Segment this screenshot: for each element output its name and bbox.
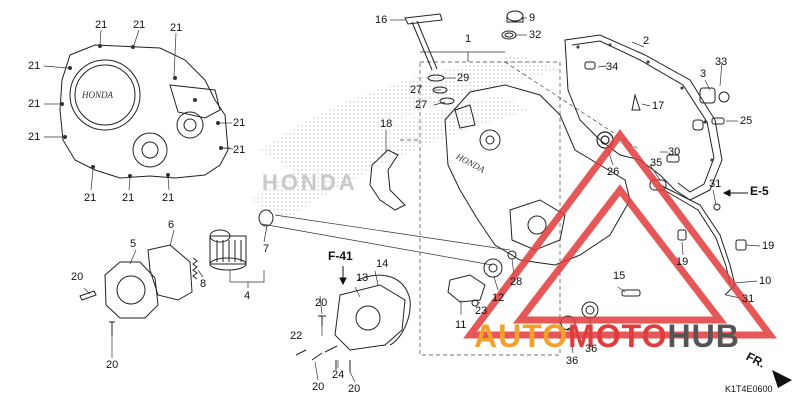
callout-label: 11	[455, 319, 467, 331]
callout-label: 31	[709, 178, 722, 190]
callout-label: 18	[380, 118, 393, 130]
callout-label: 20	[106, 359, 119, 371]
watermark-hub: HUB	[667, 318, 740, 354]
watermark-auto: AUTO	[474, 318, 569, 354]
callout-label: 30	[668, 146, 681, 158]
callout-label: 21	[133, 19, 146, 31]
callout-label: 3	[700, 68, 707, 80]
callout-label: 6	[168, 219, 175, 231]
callout-label: 21	[84, 192, 97, 204]
callout-label: 7	[263, 243, 270, 255]
bolts-group	[79, 290, 599, 372]
callout-label: 20	[71, 271, 84, 283]
bracket-18	[369, 149, 406, 211]
f41-arrow	[339, 266, 347, 286]
cover-gasket	[564, 34, 723, 201]
callout-label: 21	[28, 60, 41, 72]
f41-reference: F-41	[328, 249, 353, 263]
callout-label: 28	[510, 276, 523, 288]
callout-label: 29	[457, 72, 470, 84]
callout-label: 21	[233, 117, 246, 129]
callout-label: 21	[28, 98, 41, 110]
water-pump	[334, 250, 517, 351]
callout-label: 21	[28, 131, 41, 143]
callout-label: 15	[613, 270, 626, 282]
callout-label: 27	[410, 84, 423, 96]
callout-label: 21	[170, 22, 183, 34]
clutch-cover-bolts	[60, 44, 223, 178]
callout-label: 10	[759, 275, 772, 287]
callout-label: 33	[715, 56, 728, 68]
callout-label: 36	[585, 343, 598, 355]
frame-top-bracket	[420, 51, 505, 62]
callout-label: 8	[200, 278, 207, 290]
callout-label: 23	[475, 305, 488, 317]
watermark-text: AUTOMOTOHUB	[474, 318, 740, 355]
e5-reference: E-5	[750, 184, 769, 198]
callout-label: 1	[465, 33, 472, 45]
oil-filter-4	[209, 209, 274, 271]
callout-label: 36	[566, 355, 579, 367]
callout-label: 9	[529, 12, 536, 24]
ghost-honda-mark: HONDA	[262, 170, 358, 195]
clutch-cover-honda-mark: HONDA	[82, 90, 113, 100]
callout-label: 24	[332, 369, 345, 381]
callout-label: 5	[130, 238, 137, 250]
watermark-triangle	[463, 129, 777, 339]
dowel-pins	[584, 61, 730, 163]
bracket-lines	[229, 214, 511, 288]
callout-label: 22	[290, 330, 303, 342]
gasket-bolt-holes	[576, 43, 714, 162]
callout-label: 19	[762, 240, 775, 252]
callout-label: 21	[162, 192, 175, 204]
callout-label: 14	[376, 258, 389, 270]
callout-label: 4	[244, 290, 251, 302]
callout-label: 34	[606, 61, 619, 73]
right-crankcase-cover	[444, 84, 631, 266]
filler-cap	[501, 10, 524, 40]
callout-label: 32	[529, 29, 542, 41]
watermark-moto: MOTO	[568, 318, 668, 354]
callout-label: 25	[740, 115, 753, 127]
gasket-6	[147, 244, 193, 301]
callout-label: 2	[643, 35, 650, 47]
spring-8	[192, 257, 198, 280]
misc-leaders	[83, 17, 761, 383]
callout-label: 19	[676, 256, 689, 268]
bolt-17-and-spring	[621, 93, 641, 297]
callout-label: 35	[650, 157, 663, 169]
callout-label: 21	[122, 192, 135, 204]
filter-cover-5	[104, 261, 159, 319]
callout-label: 20	[348, 383, 361, 395]
callout-label: 27	[415, 99, 428, 111]
callout-label: 12	[492, 292, 505, 304]
callout-label: 21	[233, 144, 246, 156]
callout-label: 17	[652, 100, 665, 112]
e5-arrow	[722, 189, 748, 197]
callout-label: 20	[315, 297, 328, 309]
callout-label: 16	[375, 14, 388, 26]
callout-label: 20	[312, 381, 325, 393]
callout-label: 26	[607, 166, 620, 178]
clutch-leader-lines	[43, 29, 234, 191]
shaft-16	[404, 13, 455, 105]
callout-label: 31	[742, 293, 755, 305]
callout-label: 21	[95, 19, 108, 31]
clutch-cover-outer	[59, 44, 229, 179]
drawing-code: K1T4E0600	[725, 384, 773, 394]
callout-label: 13	[356, 272, 369, 284]
fr-arrow	[772, 370, 792, 388]
